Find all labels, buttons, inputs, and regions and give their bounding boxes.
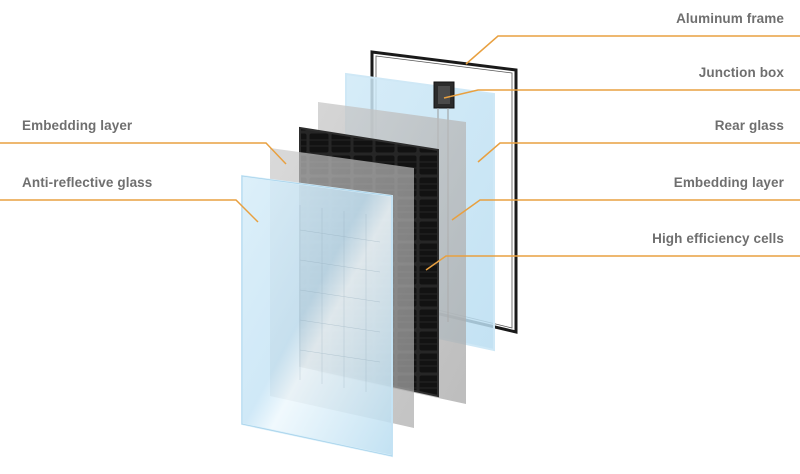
label-aluminum-frame: Aluminum frame bbox=[676, 11, 784, 26]
leader-line-rear-glass bbox=[477, 142, 800, 163]
label-embedding-layer-left: Embedding layer bbox=[22, 118, 133, 133]
leader-line-embedding-layer-right bbox=[451, 199, 800, 221]
label-high-efficiency-cells: High efficiency cells bbox=[652, 231, 784, 246]
label-junction-box: Junction box bbox=[698, 65, 784, 80]
anti-reflective-glass-layer bbox=[241, 174, 393, 458]
leader-line-embedding-layer-left bbox=[0, 142, 287, 165]
leader-line-junction-box bbox=[443, 89, 800, 99]
label-rear-glass: Rear glass bbox=[714, 118, 784, 133]
label-embedding-layer-right: Embedding layer bbox=[673, 175, 784, 190]
leader-line-aluminum-frame bbox=[465, 35, 800, 65]
label-anti-reflective-glass: Anti-reflective glass bbox=[22, 175, 153, 190]
leader-line-anti-reflective-glass bbox=[0, 199, 259, 223]
leader-line-high-efficiency-cells bbox=[425, 255, 800, 271]
